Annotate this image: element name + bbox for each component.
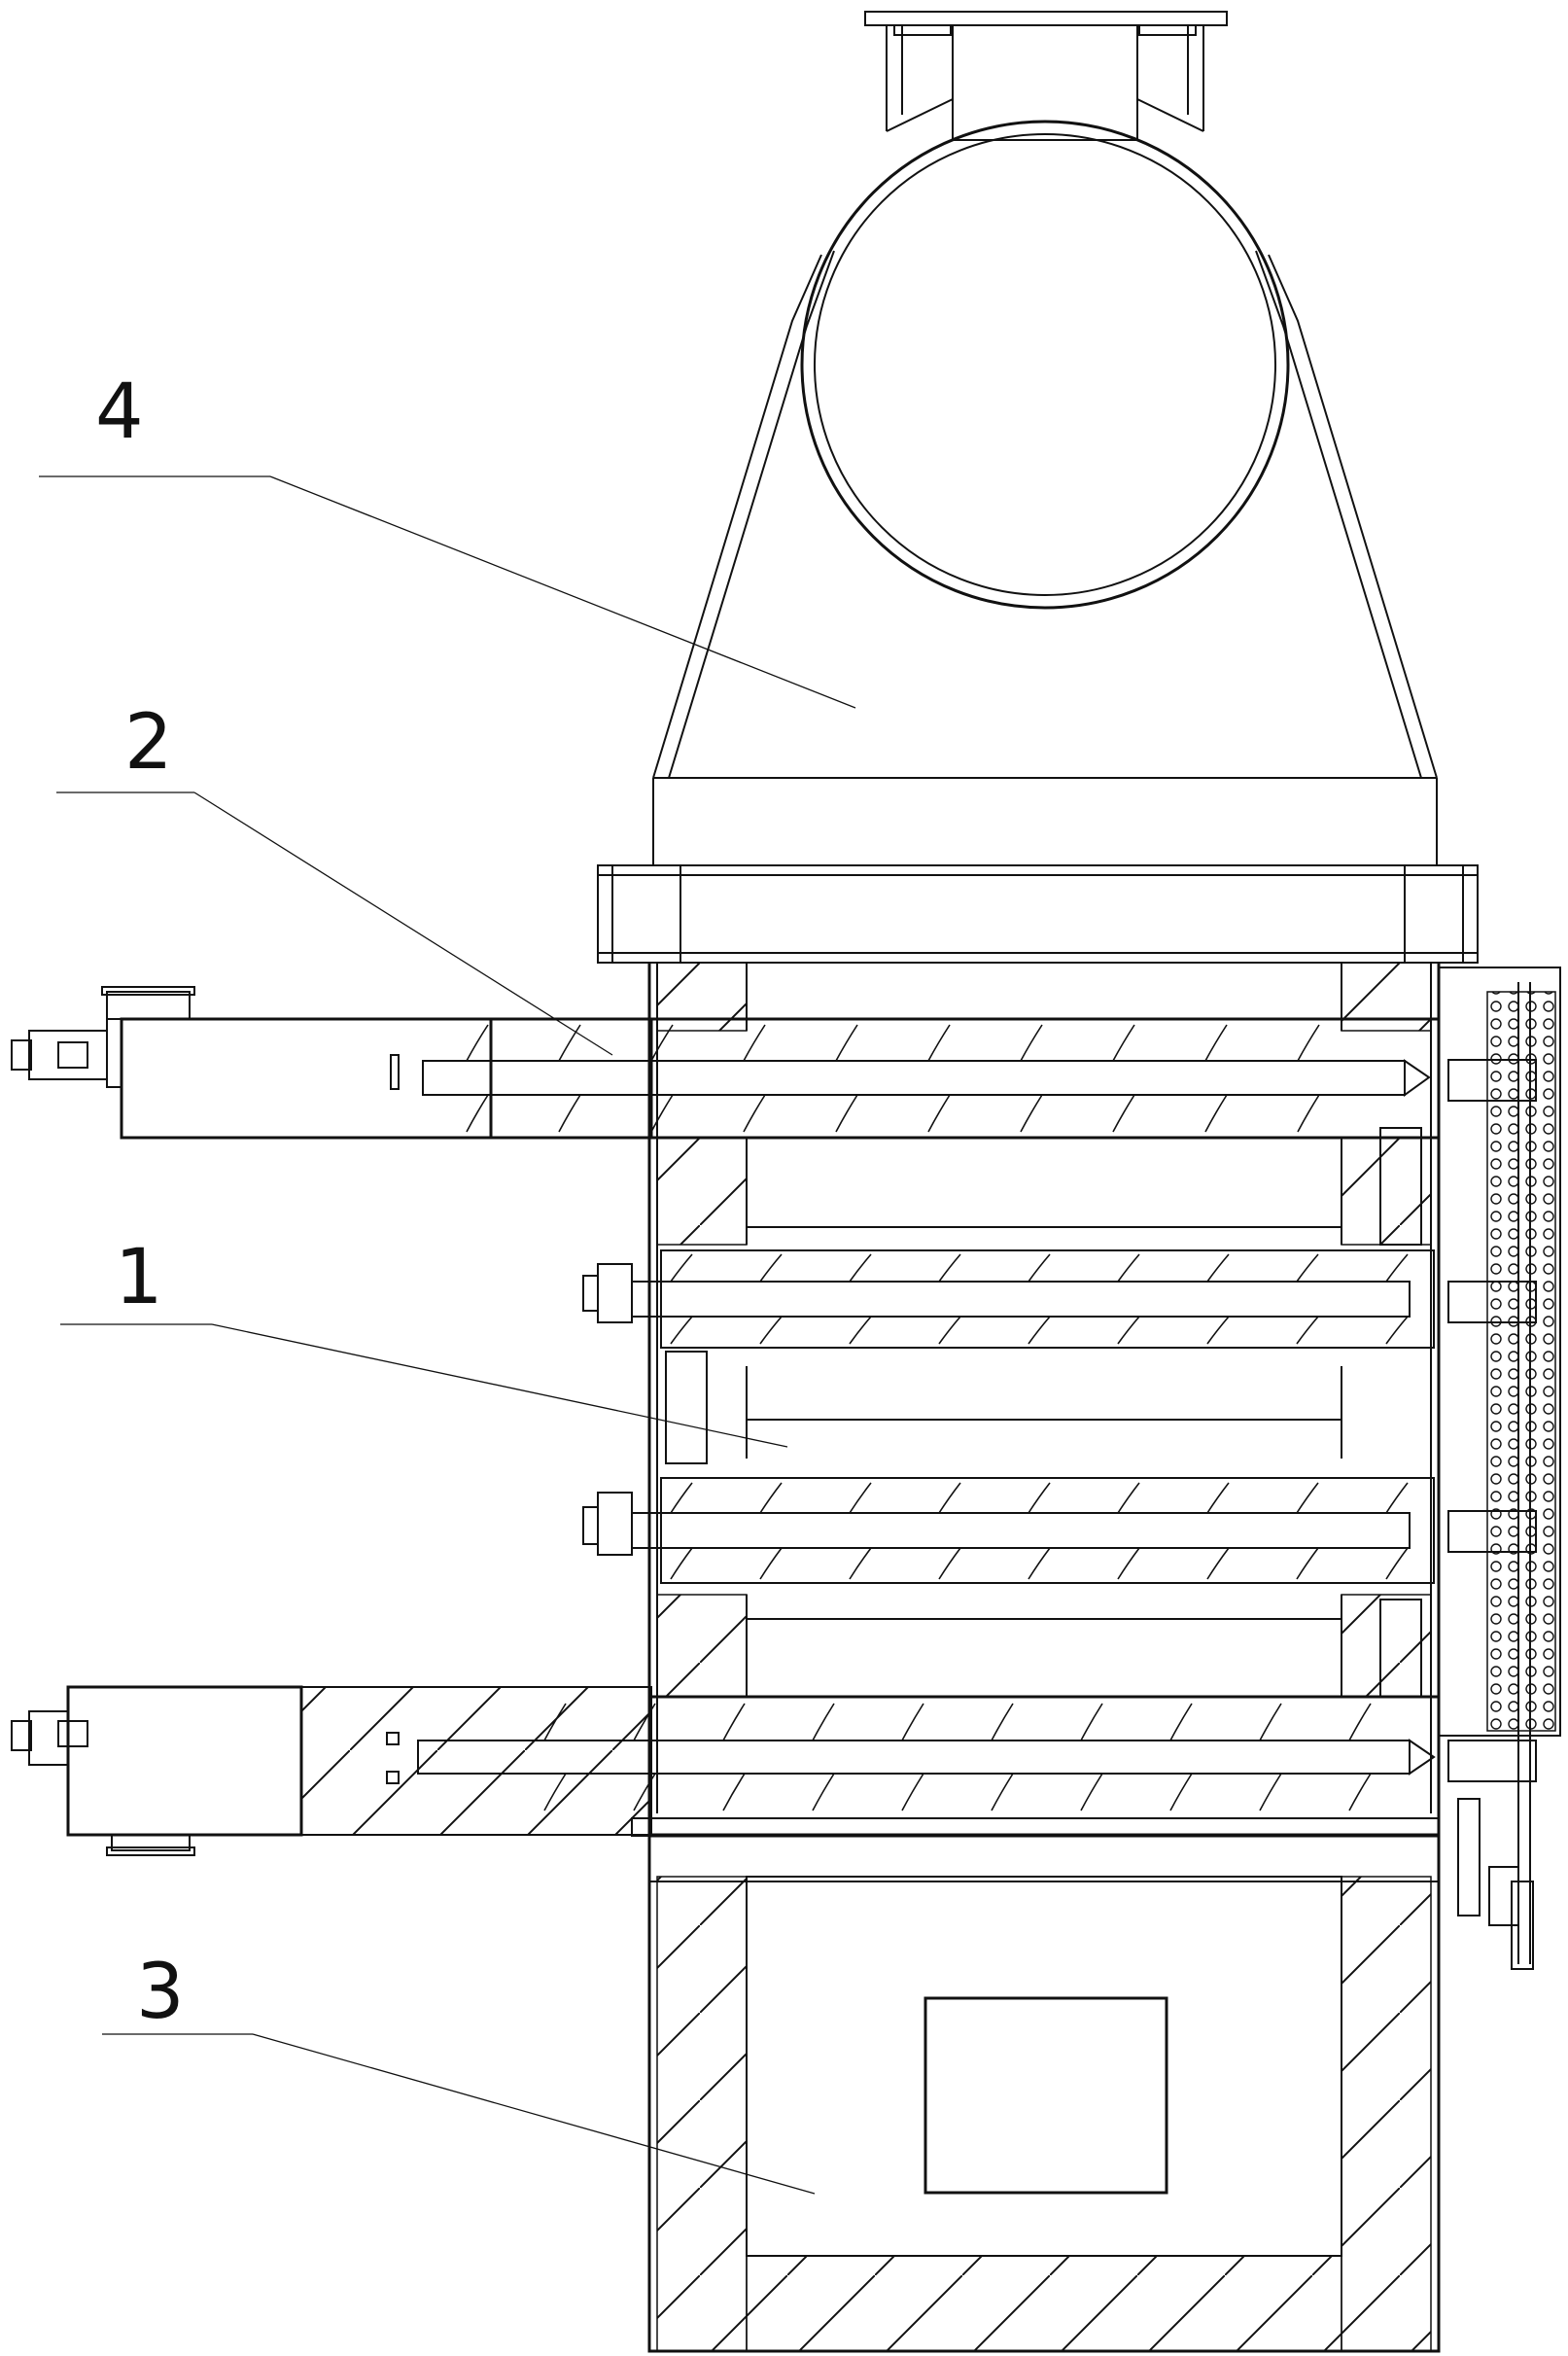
- screw-flight: [1169, 1703, 1193, 1741]
- screw-flight: [1112, 1024, 1135, 1062]
- screw-flight: [558, 1024, 581, 1062]
- screw-flight: [849, 1316, 872, 1345]
- screw-flight: [558, 1094, 581, 1133]
- screw-flight: [901, 1703, 924, 1741]
- screw-flight: [938, 1547, 961, 1580]
- side-drive-housing: [665, 967, 1561, 1970]
- screw-flight: [849, 1253, 872, 1283]
- screw-flight: [1348, 1703, 1372, 1741]
- screw-flight: [759, 1253, 783, 1283]
- screw-flight: [670, 1547, 693, 1580]
- screw-flight: [759, 1547, 783, 1580]
- lower-discharge-conveyor: [11, 1685, 1441, 1856]
- screw-flight: [1169, 1773, 1193, 1811]
- screw-flight: [901, 1773, 924, 1811]
- screw-flight: [1296, 1482, 1319, 1514]
- screw-flight: [1348, 1773, 1372, 1811]
- screw-flight: [849, 1547, 872, 1580]
- screw-flight: [1206, 1482, 1230, 1514]
- screw-flight: [1028, 1253, 1051, 1283]
- screw-flight: [938, 1316, 961, 1345]
- callout-2: 2: [56, 699, 613, 1056]
- screw-flight: [1206, 1316, 1230, 1345]
- callout-3: 3: [102, 1949, 816, 2195]
- screw-flight: [670, 1253, 693, 1283]
- bottom-box: [631, 1817, 1441, 2353]
- screw-flight: [722, 1773, 746, 1811]
- screw-flight: [1028, 1316, 1051, 1345]
- screw-flight: [1385, 1482, 1409, 1514]
- screw-flight: [1206, 1253, 1230, 1283]
- callout-label-1: 1: [115, 1234, 163, 1321]
- screw-flight: [938, 1482, 961, 1514]
- screw-flight: [633, 1773, 656, 1811]
- screw-flights: [466, 1024, 1409, 1811]
- screw-flight: [743, 1094, 766, 1133]
- screw-flight: [722, 1703, 746, 1741]
- screw-flight: [466, 1024, 489, 1062]
- screw-flight: [1117, 1253, 1140, 1283]
- hood-assembly: [642, 120, 1448, 866]
- screw-flight: [1028, 1482, 1051, 1514]
- screw-flight: [1297, 1094, 1320, 1133]
- screw-flight: [812, 1703, 835, 1741]
- upper-flange-block: [597, 864, 1479, 964]
- screw-flight: [543, 1773, 567, 1811]
- callout-label-3: 3: [136, 1949, 185, 2036]
- column-frame: [647, 962, 1441, 1813]
- screw-flight: [1117, 1547, 1140, 1580]
- screw-flight: [1080, 1773, 1103, 1811]
- screw-row-2: [582, 1477, 1435, 1584]
- screw-flight: [835, 1024, 858, 1062]
- screw-flight: [1204, 1024, 1228, 1062]
- screw-flight: [466, 1094, 489, 1133]
- top-inlet-flange: [864, 11, 1228, 141]
- callout-label-2: 2: [124, 699, 173, 787]
- screw-flight: [1117, 1482, 1140, 1514]
- screw-flight: [670, 1482, 693, 1514]
- screw-flight: [1020, 1094, 1043, 1133]
- callout-1: 1: [60, 1234, 788, 1448]
- screw-flight: [812, 1773, 835, 1811]
- screw-flight: [1204, 1094, 1228, 1133]
- screw-flight: [991, 1703, 1014, 1741]
- screw-flight: [1385, 1547, 1409, 1580]
- screw-flight: [927, 1094, 951, 1133]
- screw-flight: [991, 1773, 1014, 1811]
- screw-flight: [1296, 1316, 1319, 1345]
- screw-flight: [835, 1094, 858, 1133]
- screw-row-1: [582, 1249, 1435, 1349]
- screw-flight: [1385, 1316, 1409, 1345]
- screw-flight: [1259, 1703, 1282, 1741]
- screw-flight: [1296, 1253, 1319, 1283]
- screw-flight: [1206, 1547, 1230, 1580]
- screw-flight: [650, 1024, 674, 1062]
- screw-flight: [849, 1482, 872, 1514]
- screw-flight: [650, 1094, 674, 1133]
- screw-flight: [927, 1024, 951, 1062]
- callout-4: 4: [39, 369, 856, 709]
- screw-flight: [759, 1482, 783, 1514]
- screw-flight: [543, 1703, 567, 1741]
- screw-flight: [938, 1253, 961, 1283]
- screw-flight: [1117, 1316, 1140, 1345]
- callout-label-4: 4: [95, 369, 144, 456]
- screw-flight: [1020, 1024, 1043, 1062]
- screw-flight: [1112, 1094, 1135, 1133]
- screw-flight: [1080, 1703, 1103, 1741]
- screw-flight: [759, 1316, 783, 1345]
- screw-flight: [1296, 1547, 1319, 1580]
- screw-flight: [1297, 1024, 1320, 1062]
- screw-flight: [1385, 1253, 1409, 1283]
- screw-flight: [743, 1024, 766, 1062]
- screw-flight: [670, 1316, 693, 1345]
- screw-flight: [1028, 1547, 1051, 1580]
- screw-flight: [1259, 1773, 1282, 1811]
- screw-flight: [633, 1703, 656, 1741]
